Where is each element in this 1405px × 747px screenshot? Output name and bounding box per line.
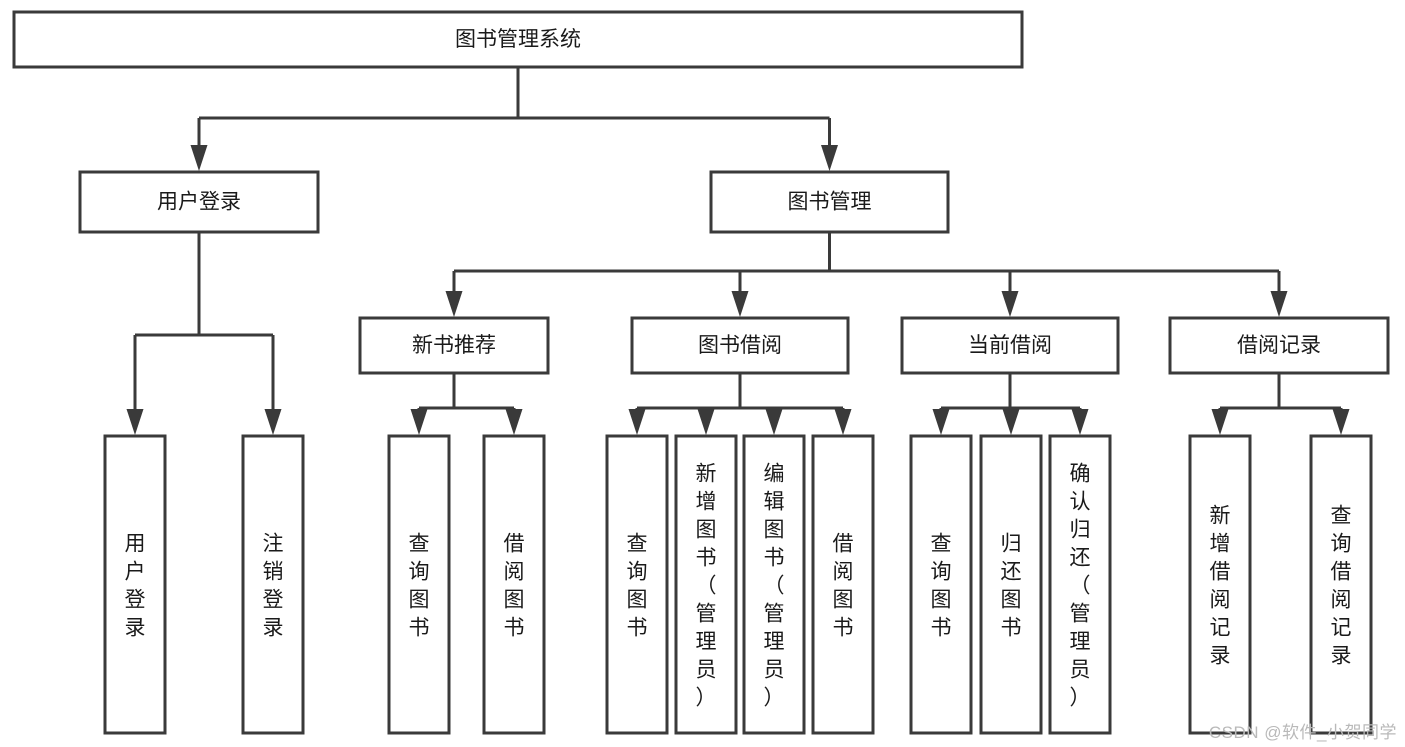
- node-level2-current-borrow-label: 当前借阅: [968, 334, 1052, 357]
- connector-layer: [126, 67, 1350, 435]
- node-leaf-leaf-borrow-book-2-label: 借阅图书: [833, 532, 854, 639]
- arrow-head-icon: [445, 291, 463, 317]
- arrow-head-icon: [1270, 291, 1288, 317]
- node-leaf-leaf-add-record-label: 新增借阅记录: [1210, 504, 1231, 667]
- arrow-head-icon: [932, 409, 950, 435]
- node-level2-book-borrow[interactable]: 图书借阅: [630, 316, 850, 375]
- arrow-head-icon: [1332, 409, 1350, 435]
- arrow-head-icon: [126, 409, 144, 435]
- node-leaf-leaf-query-book-1-label: 查询图书: [409, 532, 430, 639]
- node-leaf-leaf-borrow-book-1[interactable]: 借阅图书: [482, 434, 546, 735]
- node-leaf-leaf-add-record-rect: [1188, 434, 1252, 735]
- node-leaf-leaf-confirm-return-label: 确认归还（管理员）: [1070, 462, 1091, 709]
- node-leaf-leaf-user-login-rect: [103, 434, 167, 735]
- node-level1-book-management-label: 图书管理: [788, 191, 872, 214]
- arrow-head-icon: [628, 409, 646, 435]
- node-leaf-leaf-user-login[interactable]: 用户登录: [103, 434, 167, 735]
- arrow-head-icon: [190, 145, 208, 171]
- node-leaf-leaf-query-record[interactable]: 查询借阅记录: [1309, 434, 1373, 735]
- node-leaf-leaf-query-book-3[interactable]: 查询图书: [909, 434, 973, 735]
- node-leaf-leaf-query-record-rect: [1309, 434, 1373, 735]
- arrow-head-icon: [1002, 409, 1020, 435]
- node-leaf-leaf-add-book-label: 新增图书（管理员）: [696, 462, 717, 709]
- arrow-head-icon: [765, 409, 783, 435]
- arrow-head-icon: [697, 409, 715, 435]
- node-leaf-leaf-query-book-3-label: 查询图书: [931, 532, 952, 639]
- arrow-head-icon: [821, 145, 838, 171]
- node-leaf-leaf-query-book-1-rect: [387, 434, 451, 735]
- node-leaf-leaf-edit-book-label: 编辑图书（管理员）: [764, 462, 785, 709]
- node-level2-borrow-record-label: 借阅记录: [1237, 334, 1321, 357]
- node-leaf-leaf-query-book-1[interactable]: 查询图书: [387, 434, 451, 735]
- arrow-head-icon: [1001, 291, 1019, 317]
- node-leaf-leaf-add-book[interactable]: 新增图书（管理员）: [674, 434, 738, 735]
- arrow-head-icon: [505, 409, 523, 435]
- node-root-root[interactable]: 图书管理系统: [12, 10, 1024, 69]
- node-root-root-label: 图书管理系统: [455, 28, 581, 51]
- node-leaf-leaf-return-book-rect: [979, 434, 1043, 735]
- node-leaf-leaf-borrow-book-1-rect: [482, 434, 546, 735]
- node-leaf-leaf-return-book[interactable]: 归还图书: [979, 434, 1043, 735]
- node-leaf-leaf-edit-book[interactable]: 编辑图书（管理员）: [742, 434, 806, 735]
- node-leaf-leaf-confirm-return-rect: [1048, 434, 1112, 735]
- node-level2-new-book-recommend[interactable]: 新书推荐: [358, 316, 550, 375]
- arrow-head-icon: [264, 409, 282, 435]
- node-level2-new-book-recommend-label: 新书推荐: [412, 334, 496, 357]
- node-level1-book-management-rect: [709, 170, 950, 234]
- node-leaf-leaf-add-book-rect: [674, 434, 738, 735]
- node-leaf-leaf-confirm-return[interactable]: 确认归还（管理员）: [1048, 434, 1112, 735]
- node-leaf-leaf-borrow-book-2-rect: [811, 434, 875, 735]
- node-level2-borrow-record[interactable]: 借阅记录: [1168, 316, 1390, 375]
- node-level1-user-login-label: 用户登录: [157, 191, 241, 214]
- arrow-head-icon: [1071, 409, 1089, 435]
- node-leaf-leaf-query-book-3-rect: [909, 434, 973, 735]
- node-layer: 图书管理系统用户登录图书管理新书推荐图书借阅当前借阅借阅记录用户登录注销登录查询…: [12, 10, 1390, 735]
- node-leaf-leaf-borrow-book-2[interactable]: 借阅图书: [811, 434, 875, 735]
- node-leaf-leaf-query-record-label: 查询借阅记录: [1331, 504, 1352, 667]
- node-leaf-leaf-user-logout-rect: [241, 434, 305, 735]
- node-leaf-leaf-add-record[interactable]: 新增借阅记录: [1188, 434, 1252, 735]
- node-level2-book-borrow-rect: [630, 316, 850, 375]
- arrow-head-icon: [1211, 409, 1229, 435]
- node-leaf-leaf-return-book-label: 归还图书: [1001, 532, 1022, 639]
- node-level1-book-management[interactable]: 图书管理: [709, 170, 950, 234]
- node-leaf-leaf-borrow-book-1-label: 借阅图书: [504, 532, 525, 639]
- arrow-head-icon: [834, 409, 852, 435]
- node-level1-user-login[interactable]: 用户登录: [78, 170, 320, 234]
- node-level2-current-borrow-rect: [900, 316, 1120, 375]
- node-leaf-leaf-query-book-2[interactable]: 查询图书: [605, 434, 669, 735]
- arrow-head-icon: [410, 409, 428, 435]
- node-leaf-leaf-query-book-2-label: 查询图书: [627, 532, 648, 639]
- node-level2-book-borrow-label: 图书借阅: [698, 334, 782, 357]
- node-level2-new-book-recommend-rect: [358, 316, 550, 375]
- node-level1-user-login-rect: [78, 170, 320, 234]
- node-level2-borrow-record-rect: [1168, 316, 1390, 375]
- node-leaf-leaf-user-logout[interactable]: 注销登录: [241, 434, 305, 735]
- csdn-watermark: CSDN @软件_小贺同学: [1208, 723, 1397, 742]
- node-root-root-rect: [12, 10, 1024, 69]
- node-leaf-leaf-edit-book-rect: [742, 434, 806, 735]
- node-leaf-leaf-user-logout-label: 注销登录: [263, 532, 284, 639]
- arrow-head-icon: [731, 291, 749, 317]
- node-level2-current-borrow[interactable]: 当前借阅: [900, 316, 1120, 375]
- node-leaf-leaf-user-login-label: 用户登录: [125, 532, 146, 639]
- node-leaf-leaf-query-book-2-rect: [605, 434, 669, 735]
